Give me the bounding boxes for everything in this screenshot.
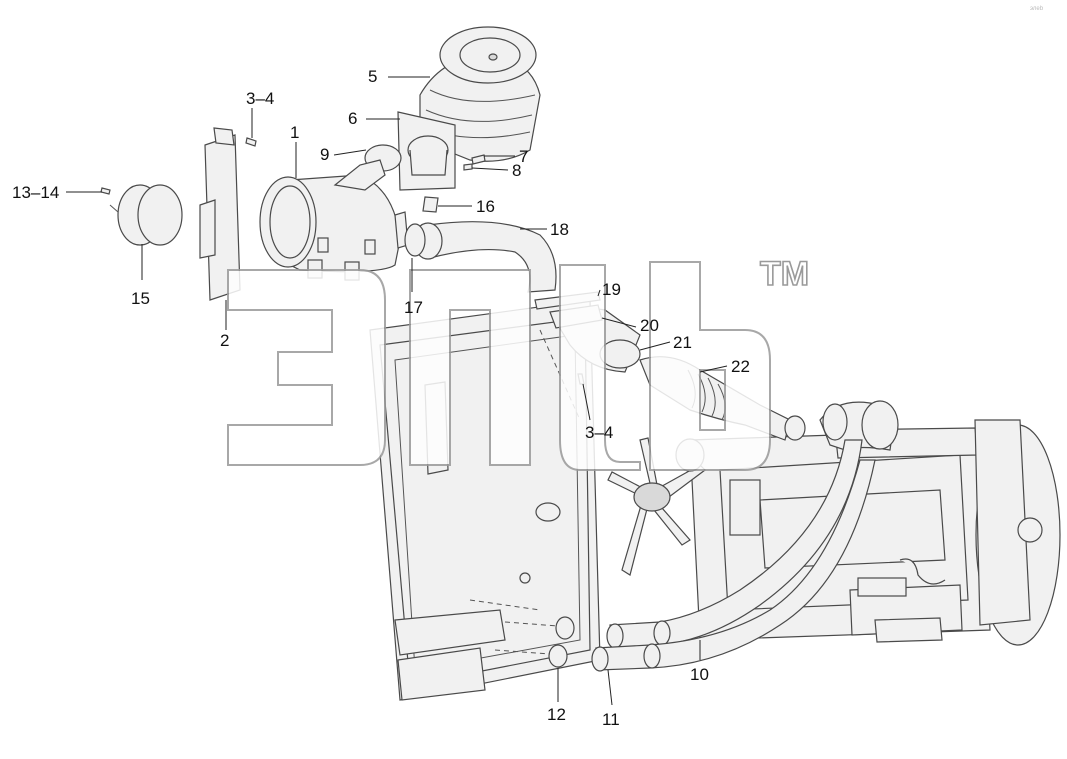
watermark-text: элеb [1030, 6, 1044, 12]
watermark: TM [227, 254, 810, 471]
leader-lines [66, 76, 728, 706]
callout-18: 18 [550, 220, 569, 239]
callout-21: 21 [673, 333, 692, 352]
callout-10: 10 [690, 665, 709, 684]
air-filter-housing [259, 159, 409, 281]
mounting-bracket [199, 127, 241, 301]
callout-16: 16 [476, 197, 495, 216]
callouts: 1 2 3–4 3–4 5 6 7 8 9 10 11 12 13–14 15 … [12, 67, 750, 729]
callout-2: 2 [220, 331, 229, 350]
callout-3-4-top: 3–4 [246, 89, 274, 108]
mounting-plate [397, 111, 456, 191]
callout-9: 9 [320, 145, 329, 164]
callout-8: 8 [512, 161, 521, 180]
callout-6: 6 [348, 109, 357, 128]
lower-hoses [591, 439, 876, 672]
callout-17: 17 [404, 298, 423, 317]
callout-3-4-mid: 3–4 [585, 423, 613, 442]
callout-19: 19 [602, 280, 621, 299]
callout-15: 15 [131, 289, 150, 308]
hose-clamps [548, 616, 575, 668]
callout-22: 22 [731, 357, 750, 376]
callout-20: 20 [640, 316, 659, 335]
callout-1: 1 [290, 123, 299, 142]
callout-13-14: 13–14 [12, 183, 59, 202]
intake-hose [404, 221, 557, 293]
callout-7: 7 [519, 147, 528, 166]
callout-12: 12 [547, 705, 566, 724]
clamp-bands [109, 184, 183, 246]
engine-elbow [819, 400, 899, 451]
watermark-trademark: TM [760, 255, 809, 293]
callout-5: 5 [368, 67, 377, 86]
callout-11: 11 [602, 710, 620, 729]
